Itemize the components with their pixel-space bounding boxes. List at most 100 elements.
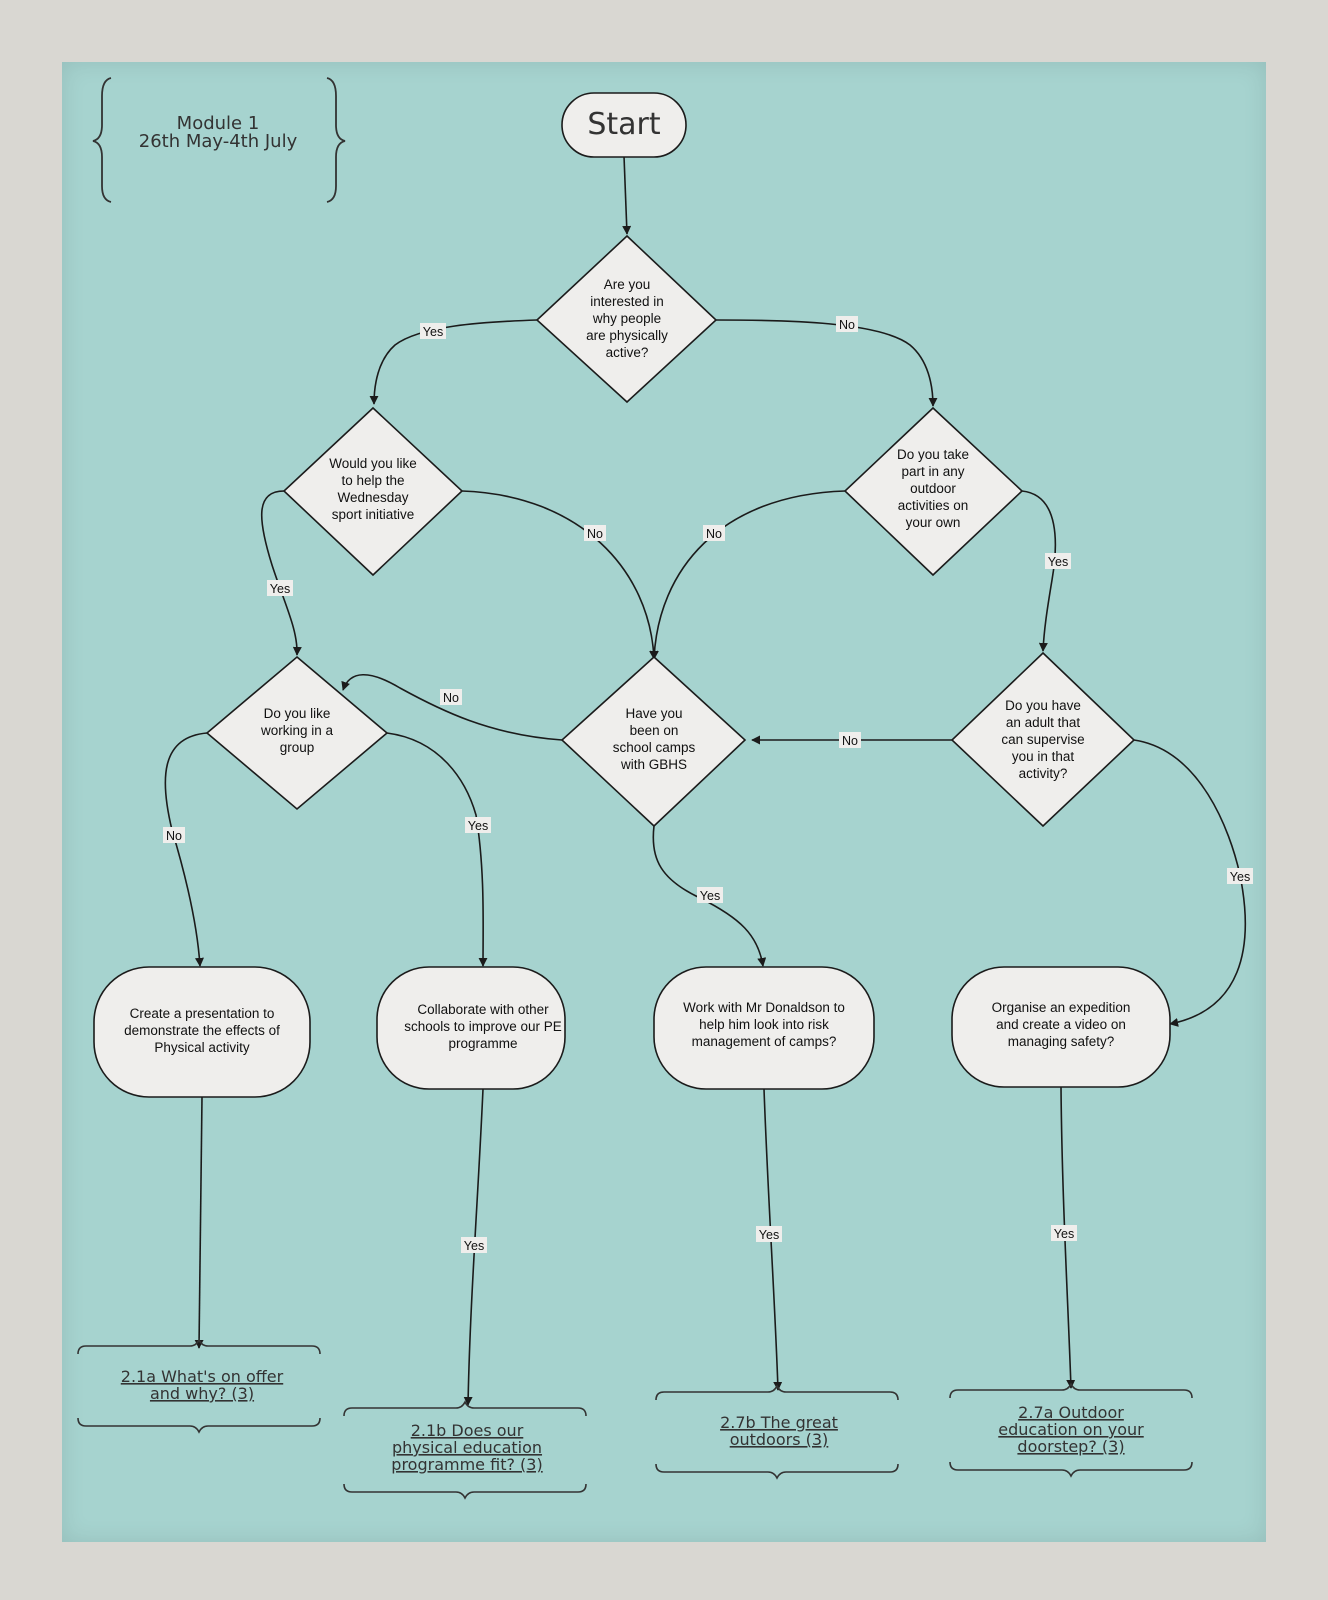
- edge-label-yes: Yes: [1045, 553, 1071, 569]
- svg-text:Yes: Yes: [468, 819, 488, 833]
- q1-line: why people: [592, 311, 661, 326]
- edge-label-no: No: [703, 525, 725, 541]
- result-r4-line[interactable]: 2.7a Outdoor: [1018, 1403, 1124, 1422]
- q2-line: Wednesday: [337, 490, 408, 505]
- result-r2-bracket-top: [343, 1400, 587, 1417]
- edge-label-no: No: [584, 525, 606, 541]
- module-dates: 26th May-4th July: [139, 131, 298, 152]
- edge-label-yes: Yes: [420, 323, 446, 339]
- svg-text:Yes: Yes: [270, 582, 290, 596]
- flowchart-panel: Module 1 26th May-4th July: [62, 62, 1266, 1542]
- svg-text:No: No: [166, 829, 182, 843]
- edge-start-q1: [622, 155, 632, 235]
- q4-line: Do you like: [264, 706, 331, 721]
- a4-line: Organise an expedition: [992, 1000, 1131, 1015]
- module-header: Module 1 26th May-4th July: [92, 77, 346, 203]
- start-label: Start: [587, 107, 661, 142]
- a2-line: programme: [448, 1036, 517, 1051]
- a1-line: Create a presentation to: [130, 1006, 275, 1021]
- result-r4-line[interactable]: doorstep? (3): [1017, 1437, 1124, 1456]
- result-r2-line[interactable]: 2.1b Does our: [411, 1421, 524, 1440]
- q1-line: are physically: [586, 328, 668, 343]
- a4-line: and create a video on: [996, 1017, 1126, 1032]
- result-r4-line[interactable]: education on your: [998, 1420, 1144, 1439]
- edge-label-no: No: [163, 827, 185, 843]
- q2-line: Would you like: [329, 456, 417, 471]
- q1-line: Are you: [604, 277, 651, 292]
- result-r1-line[interactable]: and why? (3): [150, 1384, 254, 1403]
- edge-q1-q3: [715, 319, 938, 407]
- q3-line: Do you take: [897, 447, 969, 462]
- result-r3-bracket-top: [655, 1384, 899, 1401]
- module-title: Module 1: [177, 113, 260, 134]
- action-node-a4: [951, 966, 1171, 1088]
- edge-label-no: No: [836, 316, 858, 332]
- svg-text:Yes: Yes: [1054, 1227, 1074, 1241]
- result-r1-line[interactable]: 2.1a What's on offer: [121, 1367, 284, 1386]
- svg-text:No: No: [587, 527, 603, 541]
- edge-q2-q5: [461, 490, 659, 660]
- q4-line: group: [280, 740, 315, 755]
- edge-q4-a2: [386, 732, 488, 967]
- edge-label-yes: Yes: [697, 887, 723, 903]
- question-texts: Are you interested in why people are phy…: [260, 277, 1085, 781]
- result-r3-line[interactable]: 2.7b The great: [720, 1413, 838, 1432]
- q5-line: been on: [630, 723, 679, 738]
- q5-line: school camps: [613, 740, 696, 755]
- edge-a4-r4: [1060, 1086, 1076, 1389]
- edge-label-no: No: [440, 689, 462, 705]
- result-r2-line[interactable]: physical education: [392, 1438, 542, 1457]
- q3-line: activities on: [898, 498, 969, 513]
- edge-label-yes: Yes: [461, 1237, 487, 1253]
- question-node-q3: [843, 406, 1024, 577]
- q3-line: part in any: [901, 464, 964, 479]
- action-node-a1: [93, 966, 311, 1098]
- right-brace: [326, 77, 346, 203]
- a1-line: demonstrate the effects of: [124, 1023, 280, 1038]
- question-node-q5: [560, 655, 747, 828]
- result-r2-line[interactable]: programme fit? (3): [391, 1455, 542, 1474]
- edge-label-yes: Yes: [1051, 1225, 1077, 1241]
- edge-label-yes: Yes: [465, 817, 491, 833]
- question-node-q1: [535, 234, 718, 404]
- action-node-a2: [376, 966, 566, 1090]
- start-node: [561, 92, 687, 158]
- svg-text:Yes: Yes: [464, 1239, 484, 1253]
- edge-a1-r1: [194, 1096, 204, 1349]
- edge-label-yes: Yes: [267, 580, 293, 596]
- edge-q2-q4: [260, 490, 302, 656]
- question-node-q6: [950, 651, 1136, 828]
- q2-line: to help the: [341, 473, 404, 488]
- svg-text:No: No: [706, 527, 722, 541]
- result-brackets: [77, 1338, 1193, 1500]
- edge-q5-q4: [341, 674, 563, 741]
- edge-label-no: No: [839, 732, 861, 748]
- svg-text:No: No: [839, 318, 855, 332]
- result-r2-bracket-bottom: [343, 1483, 587, 1500]
- a1-line: Physical activity: [154, 1040, 250, 1055]
- q2-line: sport initiative: [332, 507, 415, 522]
- q6-line: an adult that: [1006, 715, 1081, 730]
- a3-line: Work with Mr Donaldson to: [683, 1000, 845, 1015]
- edge-labels: Yes No Yes No No Yes No No No Yes Yes Ye…: [163, 316, 1253, 1253]
- edge-q3-q5: [649, 490, 846, 660]
- svg-text:Yes: Yes: [1230, 870, 1250, 884]
- edge-label-yes: Yes: [1227, 868, 1253, 884]
- q6-line: you in that: [1012, 749, 1075, 764]
- svg-text:No: No: [842, 734, 858, 748]
- edge-q4-a1: [164, 732, 208, 967]
- result-r1-bracket-bottom: [77, 1417, 321, 1434]
- edge-q1-q2: [369, 319, 538, 405]
- result-r4-bracket-bottom: [949, 1461, 1193, 1478]
- edge-q3-q6: [1021, 490, 1057, 652]
- q6-line: activity?: [1019, 766, 1068, 781]
- result-r3-line[interactable]: outdoors (3): [730, 1430, 829, 1449]
- result-r1-bracket-top: [77, 1338, 321, 1355]
- q1-line: active?: [606, 345, 649, 360]
- flowchart: Module 1 26th May-4th July: [77, 77, 1253, 1500]
- a2-line: schools to improve our PE: [404, 1019, 562, 1034]
- svg-text:No: No: [443, 691, 459, 705]
- q4-line: working in a: [260, 723, 334, 738]
- q5-line: Have you: [625, 706, 682, 721]
- q6-line: Do you have: [1005, 698, 1081, 713]
